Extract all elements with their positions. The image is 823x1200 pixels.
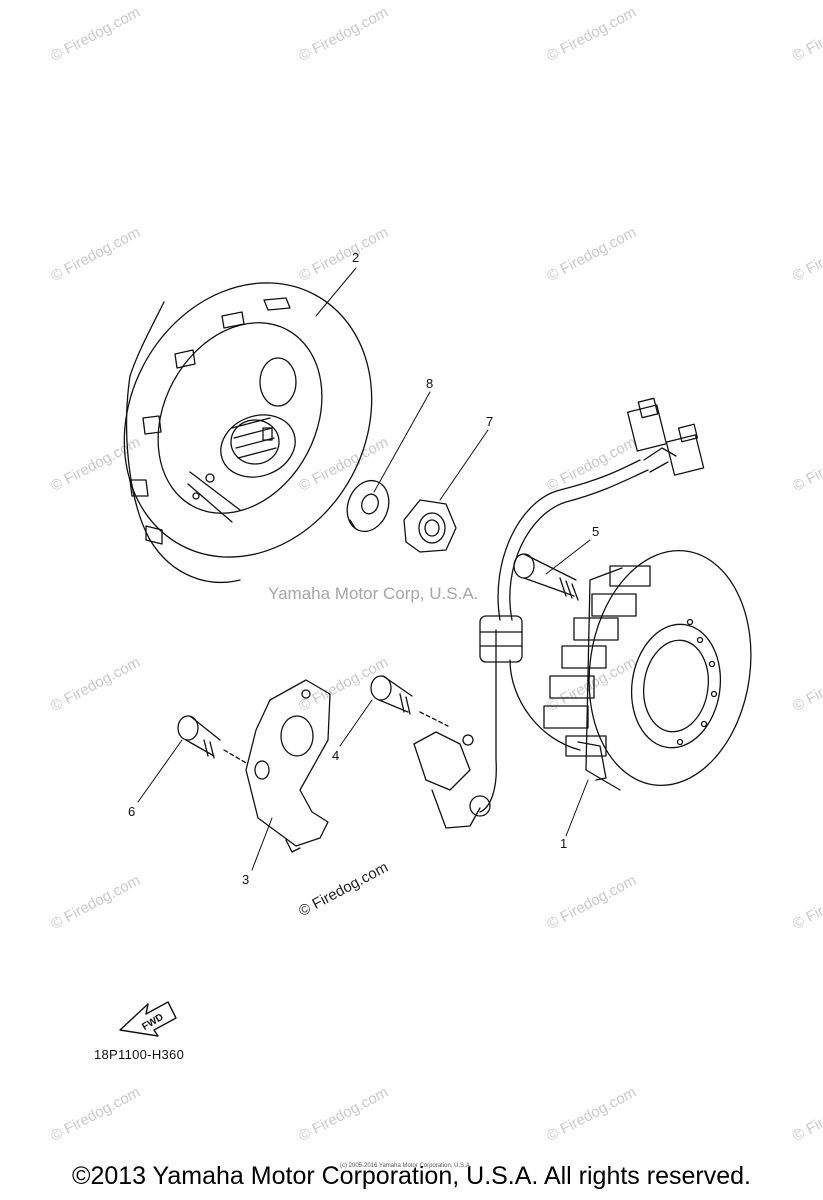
center-watermark: Yamaha Motor Corp, U.S.A. [268, 584, 479, 603]
drawing-code: 18P1100-H360 [94, 1047, 185, 1062]
callout-3: 3 [242, 872, 250, 887]
washer [346, 479, 390, 533]
flange-nut [403, 499, 457, 553]
bolt-5 [513, 553, 579, 601]
tiny-print: (c) 2005-2016 Yamaha Motor Corporation, … [340, 1163, 472, 1169]
bracket [245, 679, 331, 853]
bolt-6 [177, 715, 249, 765]
callout-5: 5 [592, 524, 600, 539]
stator-assembly [413, 397, 752, 829]
callout-2: 2 [352, 250, 360, 265]
callout-6: 6 [128, 804, 136, 819]
leader-lines [137, 267, 591, 871]
copyright-notice: ©2013 Yamaha Motor Corporation, U.S.A. A… [72, 1162, 751, 1190]
fwd-label: FWD [140, 1012, 165, 1033]
flywheel-rotor [123, 282, 373, 584]
callout-4: 4 [332, 748, 340, 763]
callout-1: 1 [560, 836, 568, 851]
bolt-4 [370, 675, 449, 727]
callout-8: 8 [426, 376, 434, 391]
callout-7: 7 [486, 414, 494, 429]
fwd-arrow-icon: FWD [119, 1001, 177, 1037]
